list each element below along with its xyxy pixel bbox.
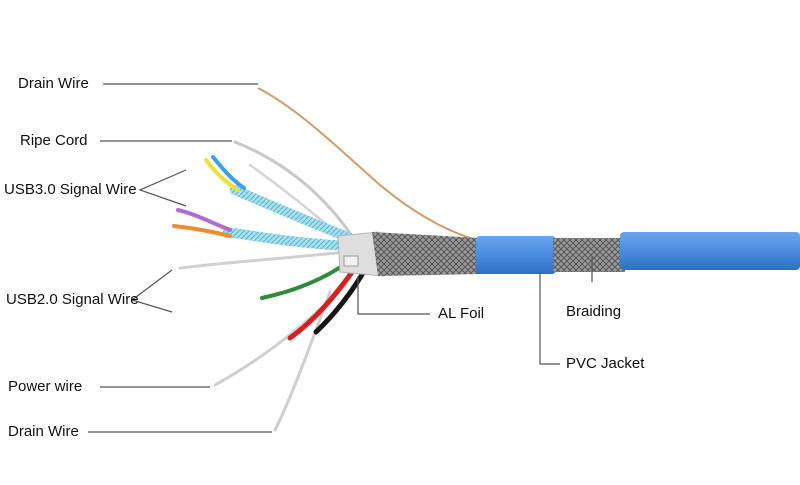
label-al-foil: AL Foil (438, 305, 485, 322)
usb3-shield-upper (230, 185, 355, 243)
leader-lines (88, 83, 593, 433)
drain-wire-copper (257, 87, 471, 239)
ripe-cord-strand (233, 140, 354, 238)
wire-red (287, 265, 358, 341)
label-usb3-signal-wire: USB3.0 Signal Wire (4, 181, 137, 198)
label-usb2-signal-wire: USB2.0 Signal Wire (6, 291, 139, 308)
label-drain-wire-top: Drain Wire (18, 75, 89, 92)
drain-strand-bottom (273, 290, 332, 432)
leader-usb2 (130, 269, 173, 313)
label-drain-wire-bottom: Drain Wire (8, 423, 79, 440)
braid-front (372, 232, 480, 276)
leader-usb3 (138, 169, 187, 207)
label-power-wire: Power wire (8, 378, 83, 395)
wire-blue (211, 155, 246, 190)
wire-black (313, 265, 369, 335)
usb2-white-strand (178, 250, 347, 270)
braid-window (553, 238, 625, 272)
pvc-jacket-segment-2 (620, 232, 800, 270)
label-ripe-cord: Ripe Cord (20, 132, 88, 149)
leader-pvc-jacket (539, 272, 560, 365)
label-pvc-jacket: PVC Jacket (566, 355, 645, 372)
label-braiding: Braiding (566, 303, 622, 320)
leader-al-foil (357, 276, 430, 315)
usb3-conductors (172, 155, 246, 238)
usb3-shield-lower (223, 227, 355, 251)
wire-orange (172, 224, 232, 238)
pvc-jacket-segment-1 (476, 236, 556, 274)
wire-purple (176, 208, 232, 232)
power-strand (213, 288, 342, 387)
al-foil-tab (343, 255, 359, 267)
wire-yellow (204, 158, 240, 192)
